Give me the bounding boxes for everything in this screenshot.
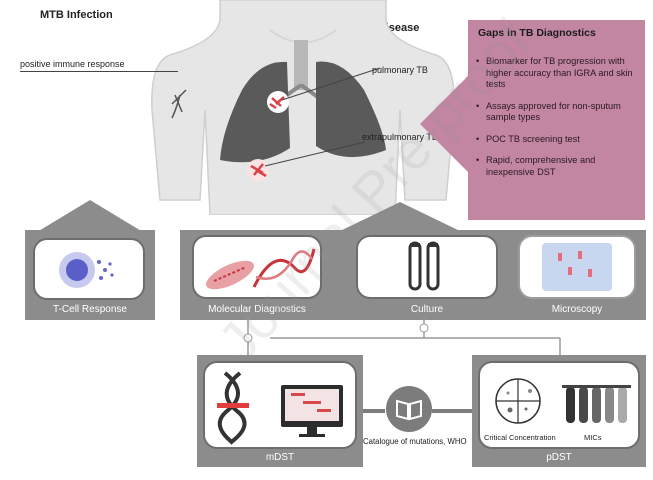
mdst-icon — [217, 371, 343, 445]
immune-response-label: positive immune response — [20, 59, 125, 69]
mdst-caption: mDST — [265, 452, 295, 463]
right-lung — [316, 61, 386, 158]
catalogue-label: Catalogue of mutations, WHO — [363, 437, 467, 446]
microscopy-slide-icon — [542, 243, 612, 291]
left-lung — [220, 61, 290, 163]
gaps-arrow-pointer — [420, 74, 470, 174]
pdst-panel: Critical Concentration MICs pDST — [472, 355, 646, 467]
culture-tubes-icon — [408, 241, 440, 291]
immune-pointer-line — [20, 71, 178, 72]
gaps-title: Gaps in TB Diagnostics — [478, 27, 596, 39]
culture-caption: Culture — [410, 304, 444, 315]
microscopy-card — [518, 235, 636, 299]
diagnostics-panel-roof — [338, 202, 462, 232]
gaps-list: Biomarker for TB progression with higher… — [476, 56, 641, 188]
tcell-panel-roof — [37, 200, 143, 232]
gap-item: Rapid, comprehensive and inexpensive DST — [476, 155, 641, 178]
gaps-panel: Gaps in TB Diagnostics Biomarker for TB … — [468, 20, 645, 220]
tcell-caption: T-Cell Response — [53, 304, 127, 315]
molecular-caption: Molecular Diagnostics — [208, 304, 306, 315]
catalogue-book-icon — [386, 386, 432, 432]
pdst-icon — [495, 378, 631, 424]
tcell-panel: T-Cell Response — [25, 230, 155, 320]
gap-item: Assays approved for non-sputum sample ty… — [476, 101, 641, 124]
gap-item: Biomarker for TB progression with higher… — [476, 56, 641, 91]
diagnostics-panel: Molecular Diagnostics Culture Microscopy — [180, 230, 646, 320]
gap-item: POC TB screening test — [476, 134, 641, 146]
torso-illustration — [151, 0, 455, 215]
molecular-card — [192, 235, 322, 299]
critical-concentration-label: Critical Concentration — [484, 433, 556, 442]
mdst-card — [203, 361, 357, 449]
mdst-panel: mDST — [197, 355, 363, 467]
panel-connectors — [243, 318, 561, 364]
mtb-infection-heading: MTB Infection — [40, 9, 113, 21]
catalogue-link-left — [363, 409, 385, 413]
pulmonary-tb-label: pulmonary TB — [372, 65, 428, 75]
dna-helix-icon — [206, 248, 316, 290]
mics-label: MICs — [584, 433, 602, 442]
microscopy-caption: Microscopy — [551, 304, 603, 315]
pdst-caption: pDST — [546, 452, 572, 463]
catalogue-link-right — [432, 409, 472, 413]
extrapulmonary-tb-label: extrapulmonary TB — [362, 132, 438, 142]
pdst-card: Critical Concentration MICs — [478, 361, 640, 449]
tcell-icon — [59, 252, 114, 288]
culture-card — [356, 235, 498, 299]
tcell-card — [33, 238, 145, 300]
